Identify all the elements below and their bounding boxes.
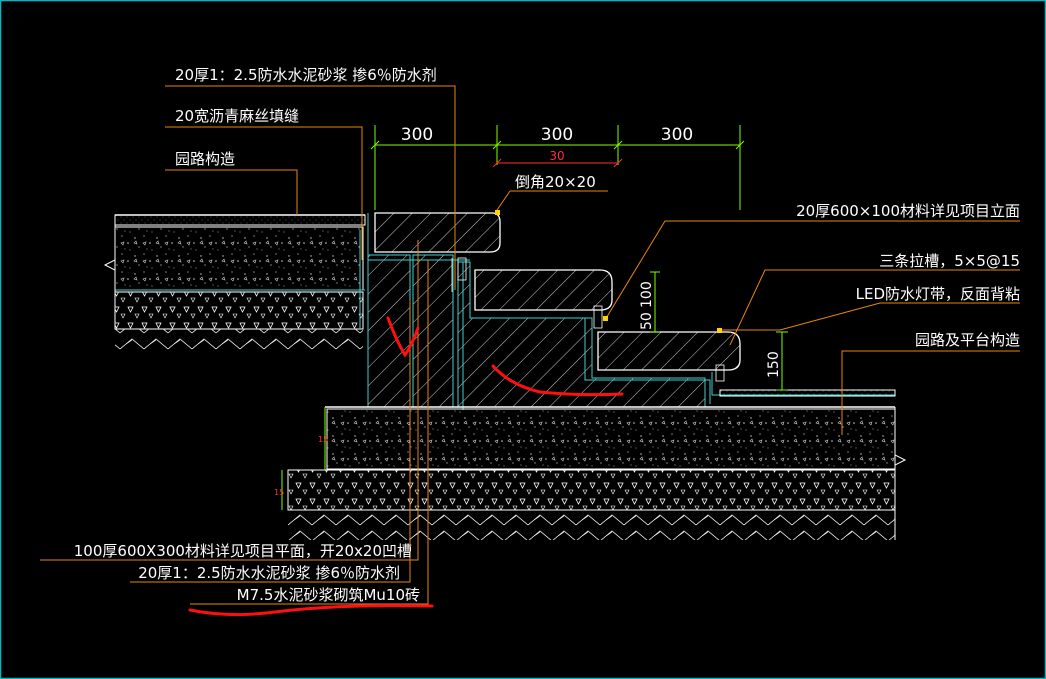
label-grooves: 三条拉槽，5×5@15 [879, 252, 1020, 270]
label-joint-fill: 20宽沥青麻丝填缝 [175, 107, 299, 125]
label-road-platform: 园路及平台构造 [915, 331, 1020, 349]
red-markup [188, 316, 624, 617]
label-masonry: M7.5水泥砂浆砌筑Mu10砖 [237, 586, 420, 604]
dim-top-3: 300 [661, 125, 693, 145]
label-chamfer: 倒角20×20 [515, 173, 596, 191]
dim-left-small-2: 15 [274, 488, 284, 497]
annotation-labels: 20厚1：2.5防水水泥砂浆 掺6％防水剂 20宽沥青麻丝填缝 园路构造 倒角2… [74, 66, 1020, 604]
label-facing: 20厚600×100材料详见项目立面 [796, 202, 1020, 220]
grip-marks [495, 210, 722, 333]
dim-vertical-100: 100 [639, 281, 655, 308]
dim-top-1: 300 [401, 125, 433, 145]
label-bottom-slab: 100厚600X300材料详见项目平面，开20x20凹槽 [74, 542, 412, 560]
leader-lines [40, 85, 1020, 605]
dim-vertical-150: 150 [766, 351, 782, 378]
label-led-strip: LED防水灯带，反面背粘 [856, 285, 1020, 303]
label-road-structure: 园路构造 [175, 150, 235, 168]
dim-top-2: 300 [541, 125, 573, 145]
base-structure: 15 15 [274, 406, 907, 540]
dim-left-small-1: 15 [318, 435, 328, 444]
label-top-mortar: 20厚1：2.5防水水泥砂浆 掺6％防水剂 [175, 66, 437, 84]
dimension-lines [370, 125, 788, 391]
step-structure [367, 212, 896, 410]
label-bottom-mortar: 20厚1：2.5防水水泥砂浆 掺6％防水剂 [138, 564, 400, 582]
left-road-structure [103, 214, 366, 354]
dim-sub: 30 [549, 149, 564, 163]
dim-vertical-50: 50 [639, 312, 655, 330]
